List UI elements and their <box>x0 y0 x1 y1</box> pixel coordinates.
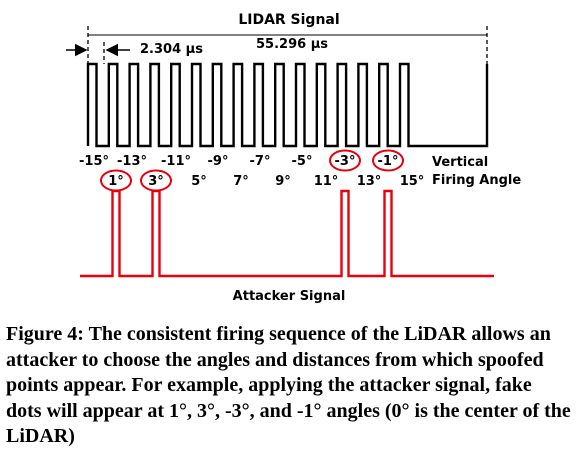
lidar-attack-diagram: LIDAR Signal Attacker Signal 55.296 µs 2… <box>66 12 521 304</box>
figure-caption: Figure 4: The consistent firing sequence… <box>6 323 571 447</box>
upper-angle-label: -5° <box>292 154 313 169</box>
lower-angle-label: 5° <box>191 174 207 189</box>
upper-angle-label: -13° <box>117 154 147 169</box>
vertical-label: Vertical <box>432 155 488 170</box>
upper-angle-label: -9° <box>208 154 229 169</box>
target-angle-circle <box>140 169 172 192</box>
lower-angle-label: 7° <box>233 174 249 189</box>
upper-angle-labels: -15° -13° -11° -9° -7° -5° -3° -1° <box>79 154 398 169</box>
target-angle-circle <box>329 149 361 172</box>
upper-angle-label: -15° <box>79 154 109 169</box>
lower-angle-label: 13° <box>357 174 382 189</box>
target-angle-circle <box>100 169 132 192</box>
lidar-pulse-train <box>86 62 489 148</box>
target-angle-circle <box>372 149 404 172</box>
upper-angle-label: -3° <box>335 154 356 169</box>
lower-angle-labels: 1° 3° 5° 7° 9° 11° 13° 15° <box>108 174 424 189</box>
upper-angle-label: -1° <box>378 154 399 169</box>
lower-angle-label: 3° <box>148 174 164 189</box>
lower-angle-label: 9° <box>275 174 291 189</box>
lower-angle-label: 1° <box>108 174 124 189</box>
lower-angle-label: 15° <box>400 174 425 189</box>
upper-angle-label: -11° <box>161 154 191 169</box>
target-angle-circles <box>100 149 404 192</box>
upper-angle-label: -7° <box>250 154 271 169</box>
total-duration-label: 55.296 µs <box>256 37 328 52</box>
attacker-pulse-train <box>80 189 494 278</box>
lidar-signal-title: LIDAR Signal <box>238 12 339 28</box>
period-label: 2.304 µs <box>140 42 203 57</box>
attacker-signal-title: Attacker Signal <box>233 289 346 304</box>
lower-angle-label: 11° <box>314 174 339 189</box>
firing-angle-label: Firing Angle <box>432 173 521 188</box>
